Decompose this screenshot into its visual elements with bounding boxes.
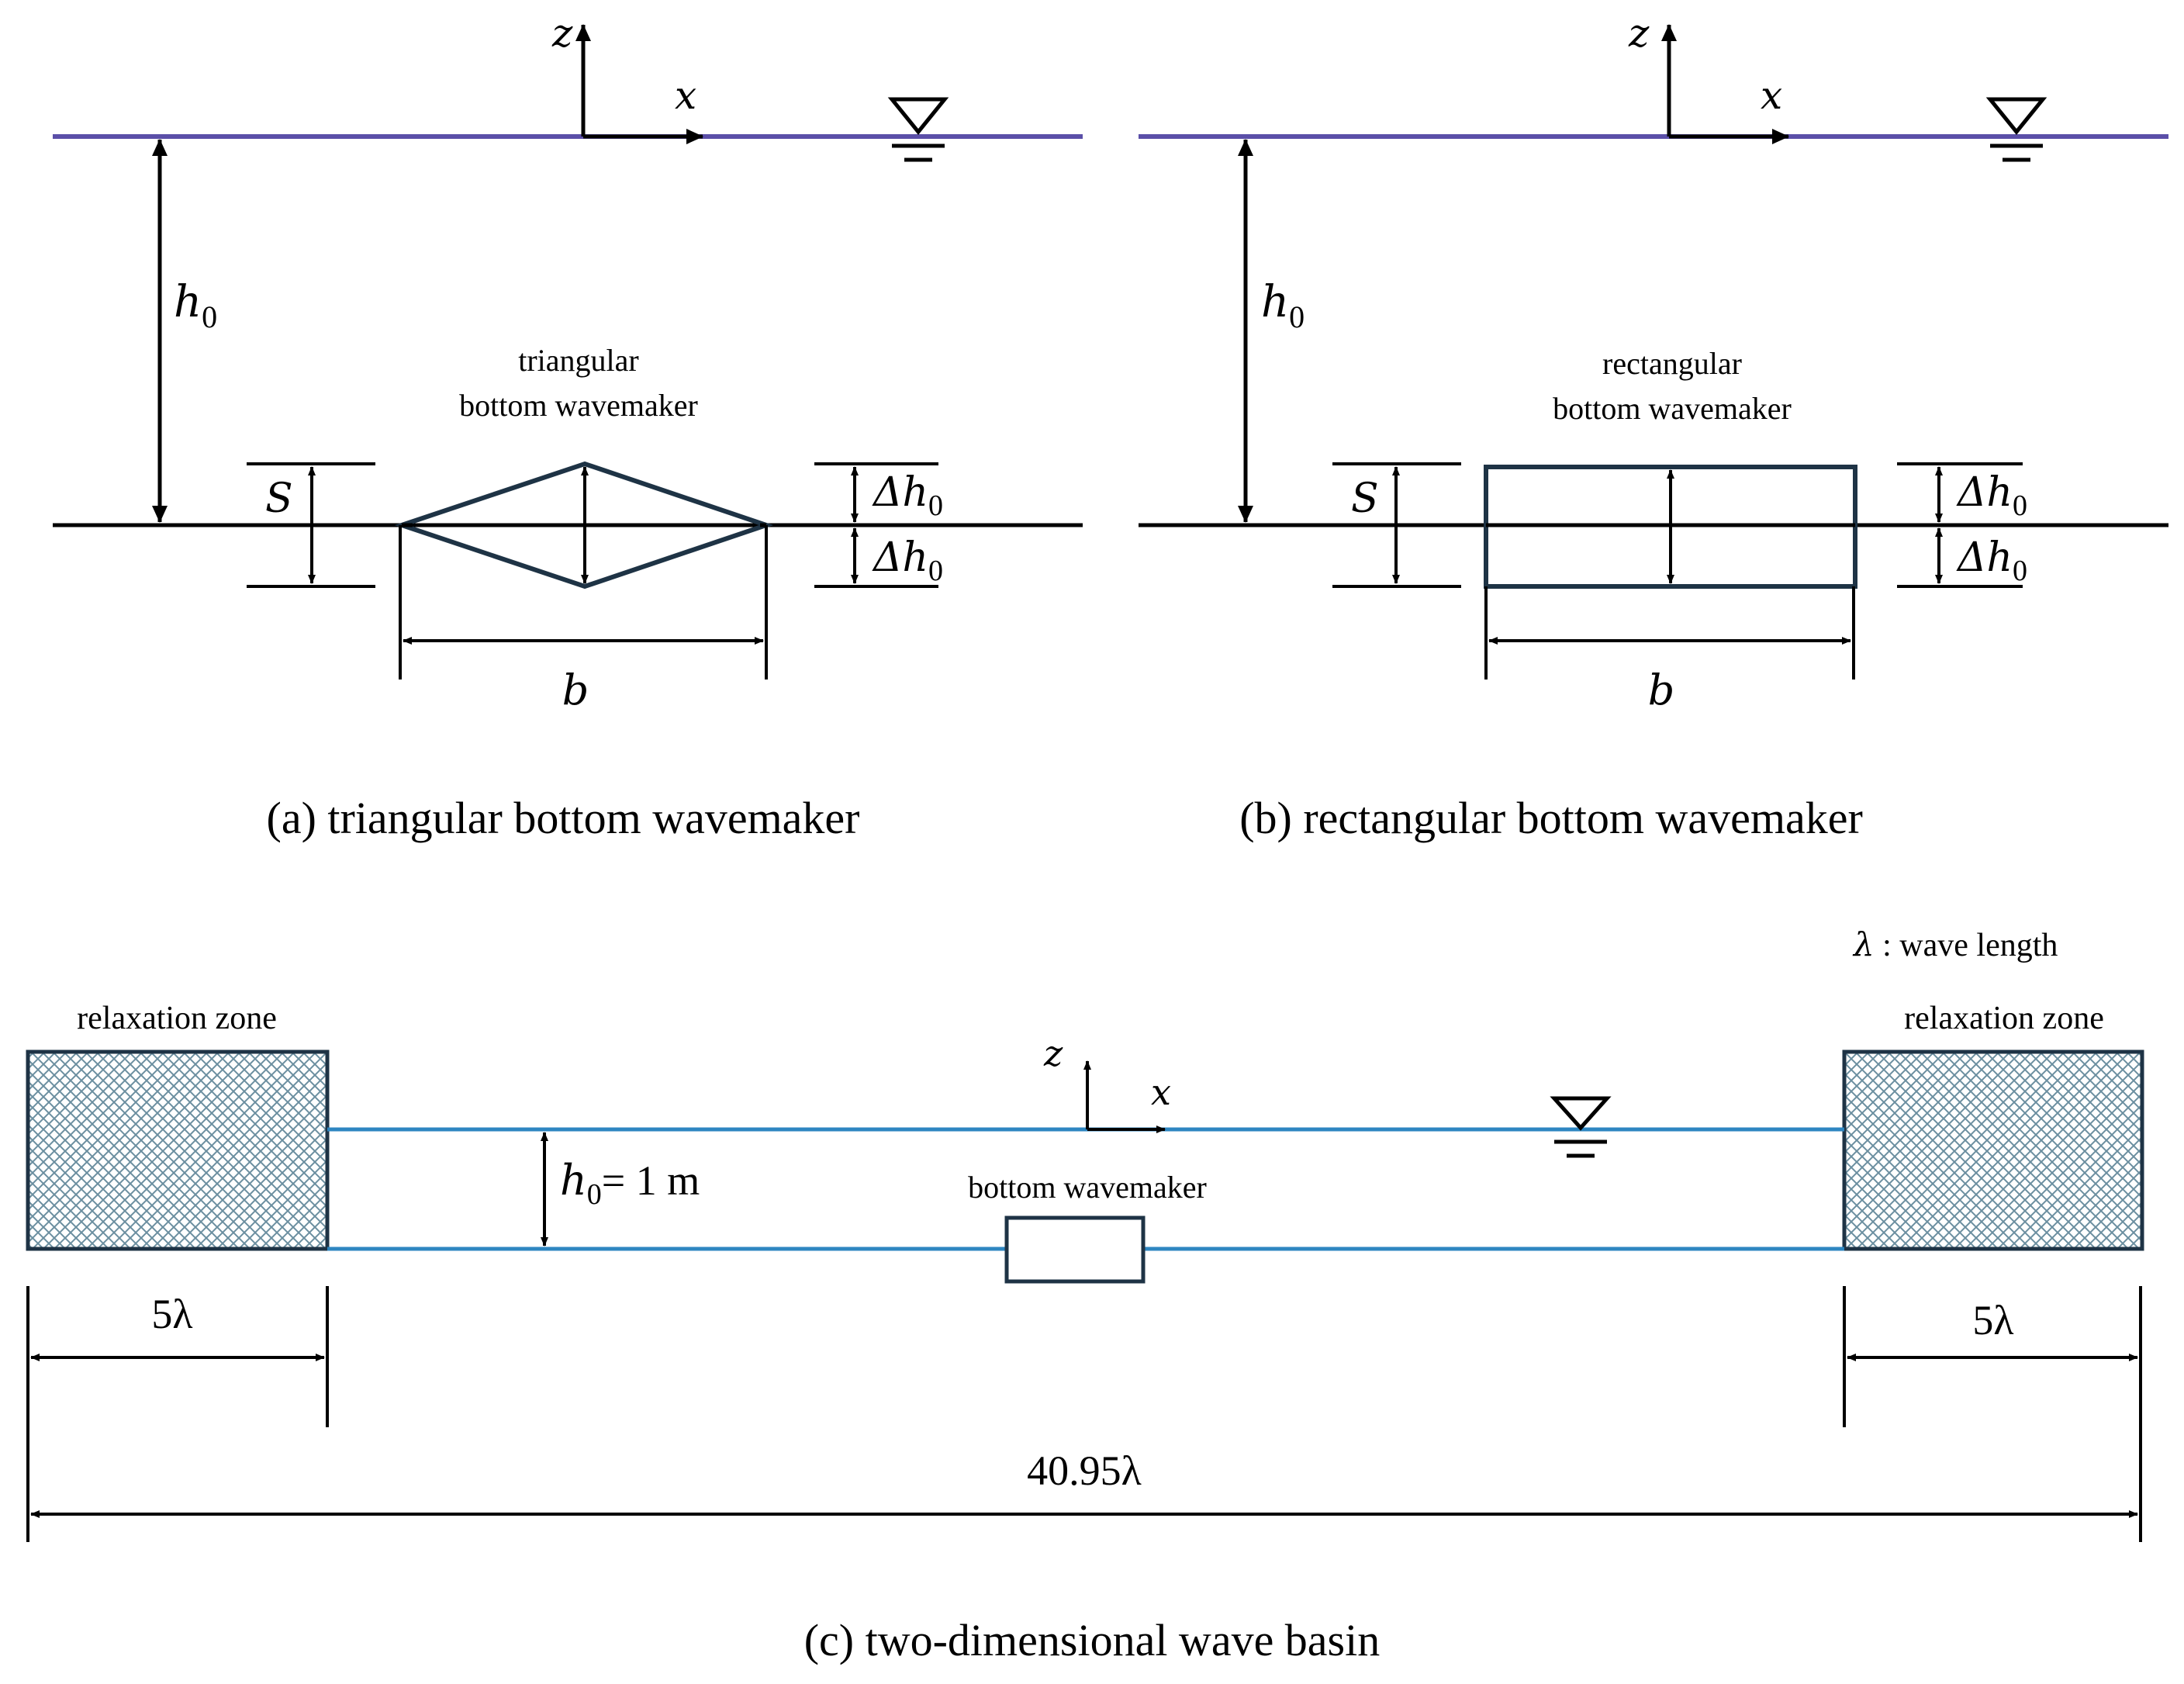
panel-a-triangular: z x h0 triangular bottom wavemaker S b (53, 11, 1083, 843)
stroke-label: S (265, 475, 293, 522)
water-level-icon (887, 97, 949, 162)
water-level-icon (1985, 97, 2047, 162)
depth-label: h0 (174, 277, 217, 334)
total-length-label: 40.95λ (1027, 1447, 1142, 1494)
left-zone-label: relaxation zone (77, 1001, 277, 1036)
x-axis-label: x (675, 73, 696, 118)
wavemaker-label-line2: bottom wavemaker (1553, 391, 1792, 426)
wave-length-legend: λ : wave length (1852, 925, 2058, 963)
width-label: b (562, 666, 589, 714)
wavemaker-label-line1: triangular (518, 343, 639, 378)
bottom-wavemaker-box (1004, 1215, 1146, 1284)
delta-lower-label: Δh0 (1956, 534, 2027, 587)
water-level-icon (1550, 1096, 1612, 1158)
panel-c-caption: (c) two-dimensional wave basin (804, 1615, 1381, 1665)
panel-b-rectangular: z x h0 rectangular bottom wavemaker S b … (1139, 11, 2168, 843)
right-relaxation-zone (1842, 1049, 2144, 1251)
delta-lower-label: Δh0 (872, 534, 943, 587)
z-axis-label: z (551, 11, 573, 56)
delta-upper-label: Δh0 (1956, 469, 2027, 522)
panel-a-caption: (a) triangular bottom wavemaker (267, 793, 860, 843)
right-zone-length-label: 5λ (1972, 1297, 2013, 1343)
basin-depth-label: h0= 1 m (560, 1156, 700, 1211)
bottom-wavemaker-label: bottom wavemaker (968, 1170, 1207, 1205)
z-axis-label: z (1628, 11, 1650, 56)
stroke-label: S (1351, 475, 1379, 522)
width-label: b (1648, 666, 1675, 714)
wavemaker-label-line1: rectangular (1602, 346, 1742, 381)
left-zone-length-label: 5λ (151, 1291, 192, 1337)
delta-upper-label: Δh0 (872, 469, 943, 522)
wavemaker-label-line2: bottom wavemaker (459, 388, 698, 423)
right-zone-label: relaxation zone (1904, 1001, 2104, 1036)
depth-label: h0 (1261, 277, 1305, 334)
z-axis-label: z (1043, 1032, 1063, 1074)
panel-b-caption: (b) rectangular bottom wavemaker (1239, 793, 1863, 843)
left-relaxation-zone (26, 1049, 330, 1251)
x-axis-label: x (1151, 1071, 1171, 1113)
x-axis-label: x (1761, 73, 1782, 118)
panel-c-wave-basin: λ : wave length relaxation zone relaxati… (26, 925, 2144, 1665)
